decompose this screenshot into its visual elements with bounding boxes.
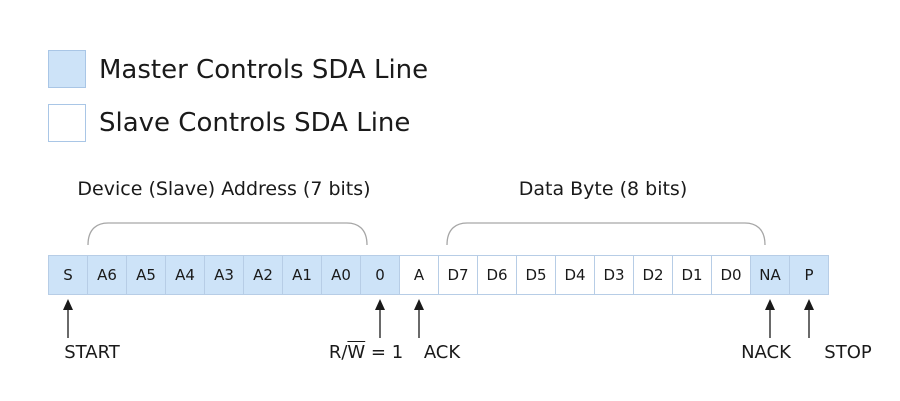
bit-cell: D3	[594, 255, 634, 295]
marker-arrow-head	[63, 299, 73, 310]
legend-master-swatch	[48, 50, 86, 88]
marker-arrow-head	[414, 299, 424, 310]
bit-cell: D5	[516, 255, 556, 295]
rw-prefix: R/	[328, 342, 348, 363]
bit-cell: A6	[87, 255, 127, 295]
bit-cell: D0	[711, 255, 751, 295]
rw-label: R/W = 1	[329, 344, 403, 362]
bit-cell: A4	[165, 255, 205, 295]
bit-cell: A1	[282, 255, 322, 295]
data-brace	[446, 222, 766, 246]
address-brace	[87, 222, 368, 246]
address-brace-label: Device (Slave) Address (7 bits)	[77, 178, 371, 200]
marker-arrow-head	[765, 299, 775, 310]
marker-arrow-head	[804, 299, 814, 310]
bit-cell: P	[789, 255, 829, 295]
marker-arrow-head	[375, 299, 385, 310]
stop-label: STOP	[824, 342, 872, 363]
rw-overline: W	[347, 342, 366, 363]
bit-cell: A3	[204, 255, 244, 295]
legend-master-label: Master Controls SDA Line	[99, 55, 429, 85]
bit-cell: S	[48, 255, 88, 295]
bit-cell: D7	[438, 255, 478, 295]
bit-cell: D1	[672, 255, 712, 295]
data-brace-label: Data Byte (8 bits)	[518, 178, 688, 200]
legend-slave-label: Slave Controls SDA Line	[99, 108, 411, 138]
bit-cell: A0	[321, 255, 361, 295]
legend-slave-swatch	[48, 104, 86, 142]
bit-cell: D2	[633, 255, 673, 295]
ack-label: ACK	[423, 342, 461, 363]
bit-cell: A	[399, 255, 439, 295]
start-label: START	[64, 342, 120, 363]
bit-cell: NA	[750, 255, 790, 295]
bit-cell: 0	[360, 255, 400, 295]
bit-cell: D6	[477, 255, 517, 295]
rw-suffix: = 1	[365, 342, 404, 363]
nack-label: NACK	[741, 342, 791, 363]
bit-cell: A5	[126, 255, 166, 295]
bit-cell: A2	[243, 255, 283, 295]
bit-cell: D4	[555, 255, 595, 295]
